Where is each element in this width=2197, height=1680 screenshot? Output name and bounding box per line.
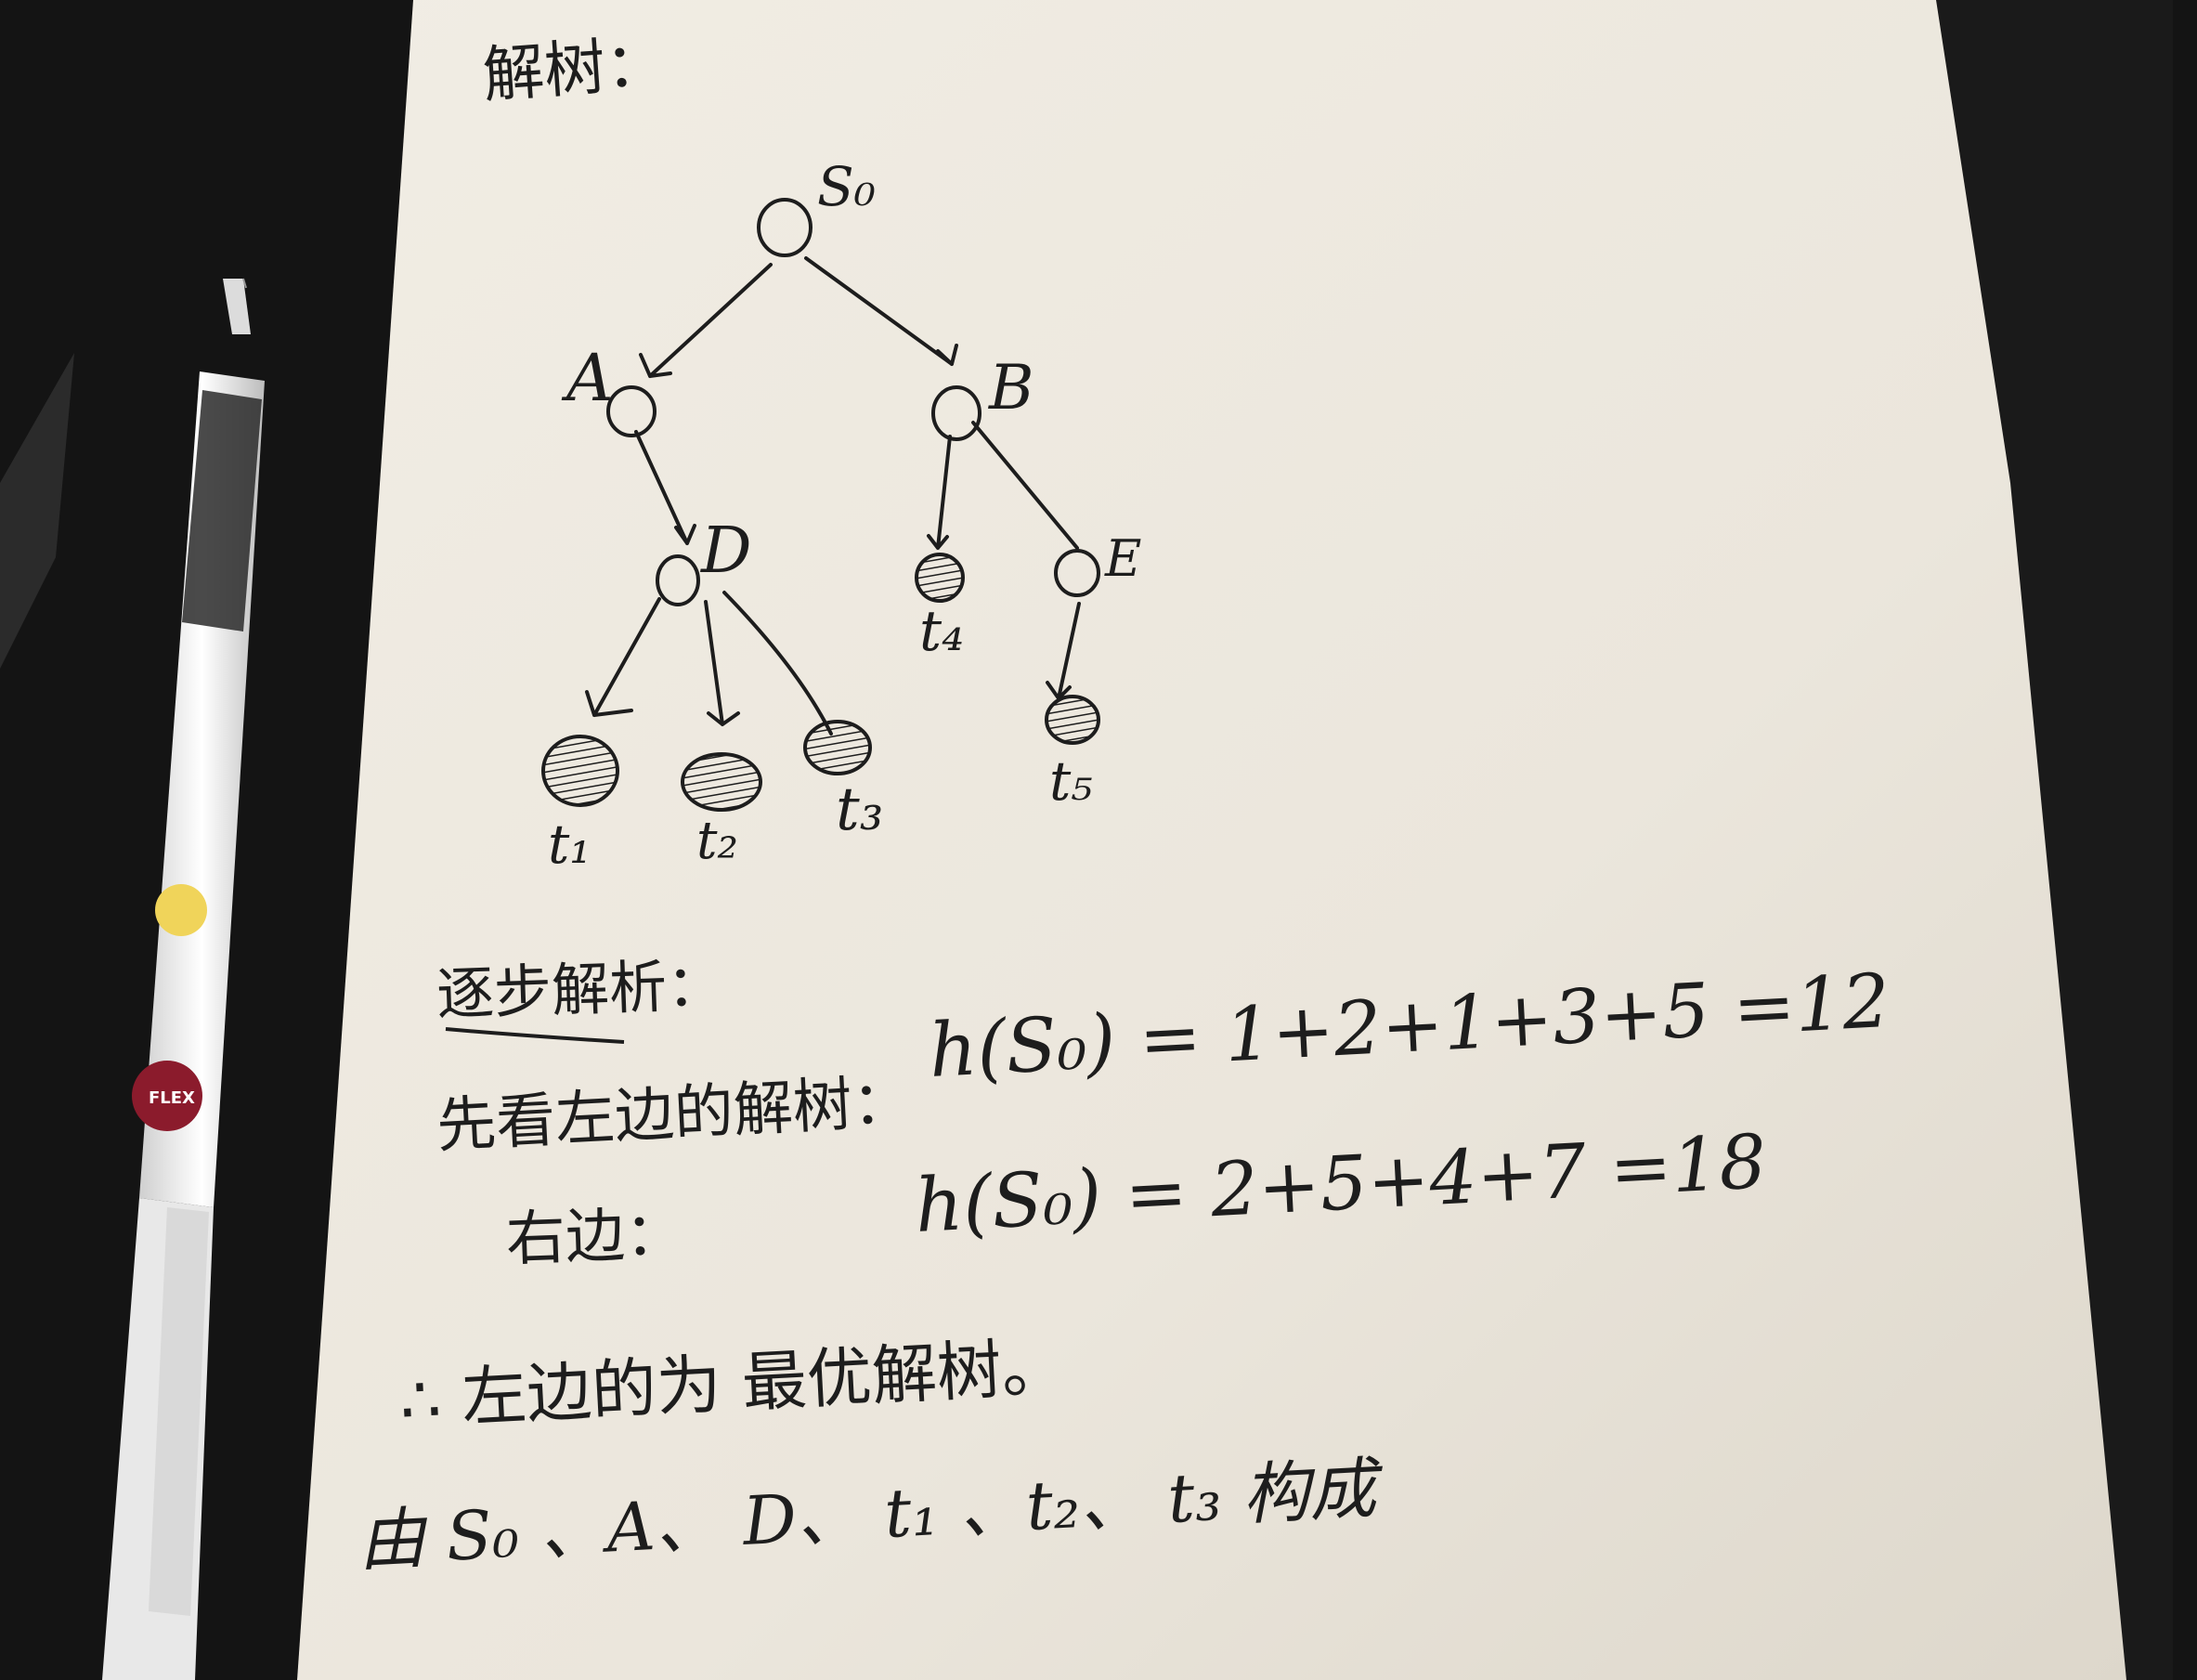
node-a	[606, 385, 656, 437]
node-t5	[1045, 695, 1100, 745]
node-d	[656, 554, 700, 606]
label-s0: S₀	[817, 155, 876, 218]
desk-highlight	[0, 353, 74, 669]
node-t3	[803, 720, 872, 775]
edge-b-e	[971, 421, 1079, 550]
node-e	[1054, 549, 1100, 597]
edge-a-d	[634, 430, 696, 545]
label-b: B	[989, 352, 1034, 423]
edge-b-t4	[927, 435, 952, 550]
edge-s0-a	[639, 263, 773, 378]
label-t1: t₁	[548, 813, 592, 876]
svg-text:FLEX: FLEX	[149, 1088, 195, 1108]
page-title: 解树：	[480, 27, 670, 111]
label-e: E	[1105, 529, 1142, 588]
tree-nodes	[541, 198, 1100, 812]
node-b	[931, 385, 982, 441]
pen: FLEX	[102, 278, 265, 1680]
notes-heading: 逐步解析：	[435, 950, 726, 1029]
label-t3: t₃	[836, 775, 884, 844]
node-t4	[915, 553, 965, 603]
edge-s0-b	[804, 256, 958, 366]
paper-sheet	[297, 0, 2126, 1680]
tree-edges	[585, 256, 1081, 736]
label-d: D	[701, 514, 752, 588]
right-tree-label: 右边：	[504, 1199, 686, 1275]
node-t2	[681, 752, 762, 812]
edge-d-t2	[704, 600, 740, 726]
edge-d-t1	[585, 597, 661, 717]
node-t1	[541, 735, 619, 807]
heading-underline	[445, 1027, 625, 1044]
label-t5: t₅	[1049, 749, 1093, 813]
edge-e-t5	[1046, 602, 1081, 700]
edge-d-t3	[722, 591, 833, 736]
node-s0	[757, 198, 812, 257]
label-a: A	[566, 340, 614, 416]
label-t2: t₂	[696, 811, 738, 871]
label-t4: t₄	[919, 599, 965, 664]
